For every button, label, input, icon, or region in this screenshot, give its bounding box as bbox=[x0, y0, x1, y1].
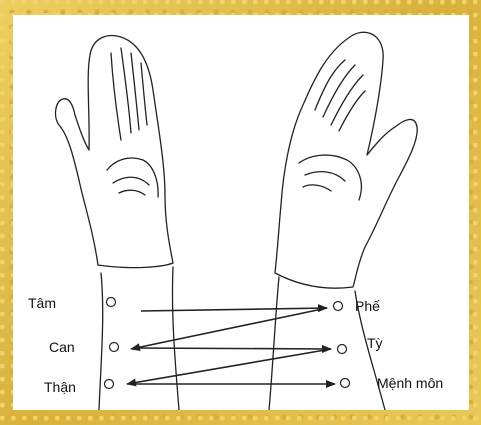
left-pulse-points bbox=[105, 298, 119, 389]
label-left-2: Can bbox=[49, 340, 75, 354]
label-right-2: Tỳ bbox=[367, 336, 383, 350]
arrow-right2-to-left3 bbox=[127, 349, 331, 384]
label-right-3: Mệnh môn bbox=[377, 376, 443, 390]
arrow-left1-to-right1 bbox=[141, 308, 327, 311]
label-right-1: Phế bbox=[355, 299, 380, 313]
right-pulse-points bbox=[334, 302, 350, 388]
arrow-left2-to-right2 bbox=[133, 348, 331, 349]
pulse-diagram bbox=[13, 15, 469, 410]
label-left-1: Tâm bbox=[28, 296, 56, 310]
arrows bbox=[127, 308, 335, 384]
left-point-3 bbox=[105, 380, 114, 389]
label-left-3: Thận bbox=[44, 380, 76, 394]
right-point-3 bbox=[341, 379, 350, 388]
left-point-1 bbox=[107, 298, 116, 307]
diagram-panel: Tâm Can Thận Phế Tỳ Mệnh môn bbox=[13, 15, 469, 410]
left-point-2 bbox=[110, 343, 119, 352]
right-point-2 bbox=[338, 345, 347, 354]
right-point-1 bbox=[334, 302, 343, 311]
arrow-right1-to-left2 bbox=[131, 308, 327, 349]
